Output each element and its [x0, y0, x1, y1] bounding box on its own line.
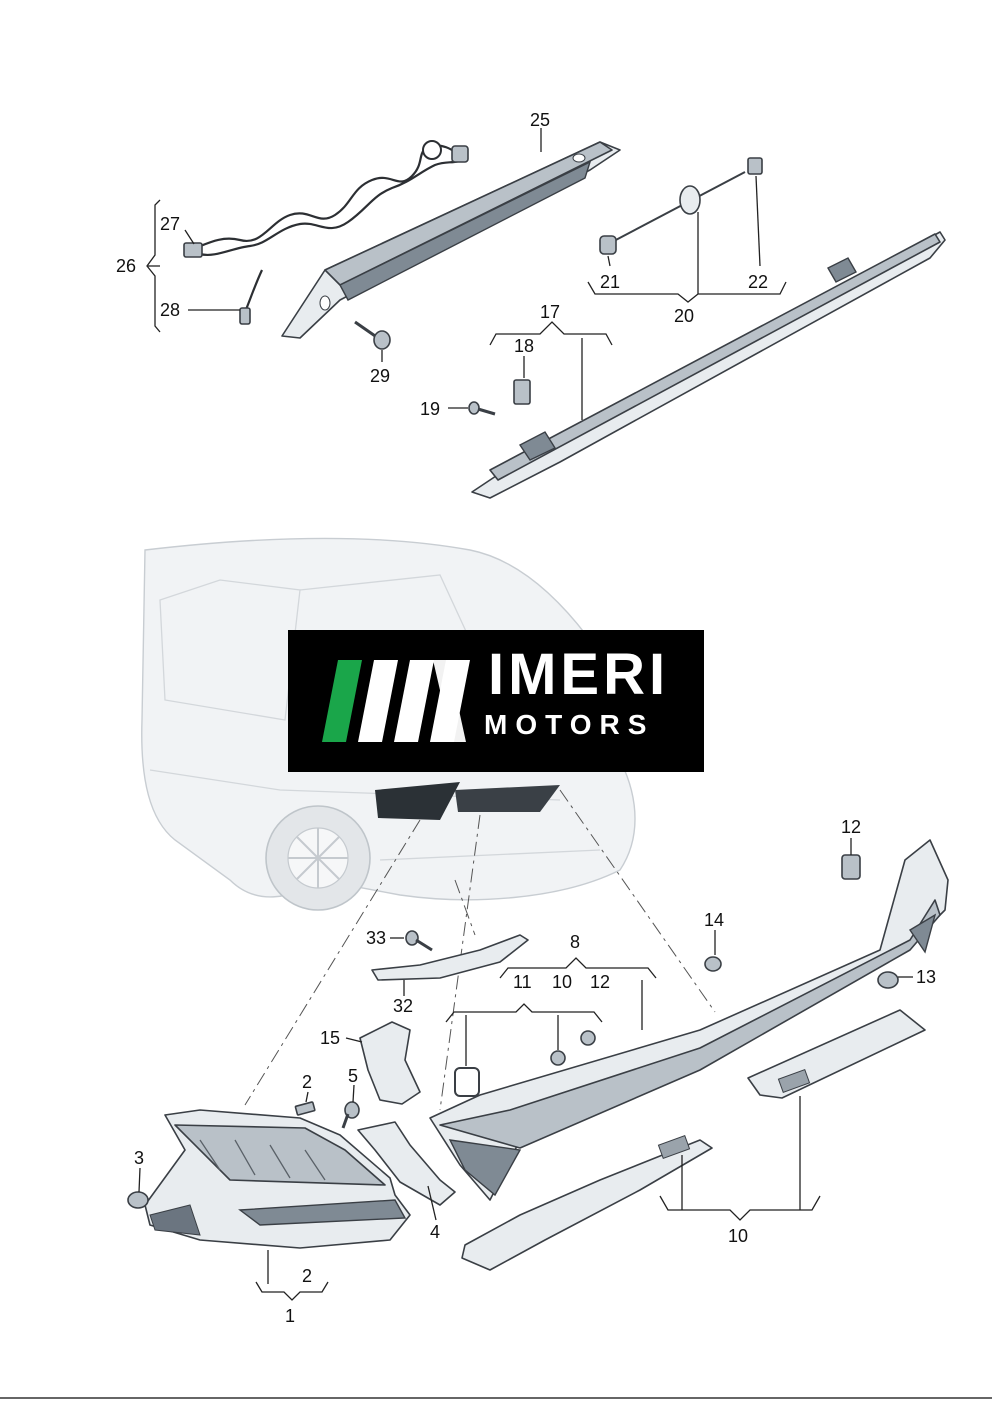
- third-brake-light: [281, 141, 621, 339]
- seal-11: [454, 1067, 480, 1097]
- callout-5: 5: [348, 1066, 358, 1086]
- callout-2-bottom: 2: [302, 1266, 312, 1286]
- logo-stripe-k: [433, 660, 466, 742]
- trim-32: [371, 934, 529, 981]
- callout-2-top: 2: [302, 1072, 312, 1092]
- grommet-11a: [550, 1050, 566, 1066]
- screw-29: [354, 320, 391, 350]
- callout-33: 33: [366, 928, 386, 948]
- logo-stripe-1: [358, 660, 398, 742]
- callout-26: 26: [116, 256, 136, 276]
- callout-labels: 25 27 26 28 29 17 18 19 21 22 20 12 14 3…: [116, 110, 936, 1326]
- guide-line-right: [559, 789, 716, 1013]
- panel-15: [359, 1021, 421, 1105]
- spoiler-light-strip: [471, 231, 946, 499]
- bracket-4: [357, 1121, 456, 1206]
- callout-25: 25: [530, 110, 550, 130]
- part-14: [704, 956, 722, 972]
- callout-8: 8: [570, 932, 580, 952]
- clip-18: [513, 379, 531, 405]
- wiring-harness: [183, 140, 469, 325]
- callout-18: 18: [514, 336, 534, 356]
- connector-28: [239, 307, 251, 325]
- pad-2: [294, 1101, 316, 1116]
- callout-28: 28: [160, 300, 180, 320]
- callout-12-top: 12: [841, 817, 861, 837]
- callout-13: 13: [916, 967, 936, 987]
- callout-11: 11: [513, 972, 532, 992]
- logo-subtitle: MOTORS: [484, 709, 655, 740]
- nut-3: [127, 1191, 149, 1209]
- rear-light-bar: [429, 839, 949, 1201]
- callout-19: 19: [420, 399, 440, 419]
- clip-12: [841, 854, 861, 880]
- callout-3: 3: [134, 1148, 144, 1168]
- callout-10-bottom: 10: [728, 1226, 748, 1246]
- tail-light-left: [144, 1109, 411, 1249]
- logo-stripes-icon: [322, 660, 470, 742]
- callout-32: 32: [393, 996, 413, 1016]
- callout-21: 21: [600, 272, 620, 292]
- part-22: [747, 157, 763, 175]
- callout-17: 17: [540, 302, 560, 322]
- logo-title: IMERI: [488, 642, 670, 707]
- callout-27: 27: [160, 214, 180, 234]
- connector-27: [183, 242, 203, 258]
- leader-lines: [138, 128, 913, 1301]
- nut-13: [877, 971, 899, 989]
- screw-19: [468, 401, 496, 416]
- part-21: [599, 235, 617, 255]
- guide-line-trim: [454, 879, 476, 936]
- grommet-11b: [580, 1030, 596, 1046]
- cable-parts-20: [599, 157, 763, 255]
- imeri-motors-logo: IMERI MOTORS: [288, 630, 704, 772]
- callout-1: 1: [285, 1306, 295, 1326]
- callout-10-top: 10: [552, 972, 572, 992]
- bracket-10-left: [461, 1139, 713, 1271]
- screw-33: [405, 930, 433, 952]
- callout-29: 29: [370, 366, 390, 386]
- callout-22: 22: [748, 272, 768, 292]
- guide-line-left: [244, 819, 421, 1106]
- callout-14: 14: [704, 910, 724, 930]
- callout-12-bottom: 12: [590, 972, 610, 992]
- screw-5: [341, 1101, 360, 1129]
- callout-15: 15: [320, 1028, 340, 1048]
- logo-stripe-2: [394, 660, 434, 742]
- logo-stripe-green: [322, 660, 362, 742]
- callout-20: 20: [674, 306, 694, 326]
- callout-4: 4: [430, 1222, 440, 1242]
